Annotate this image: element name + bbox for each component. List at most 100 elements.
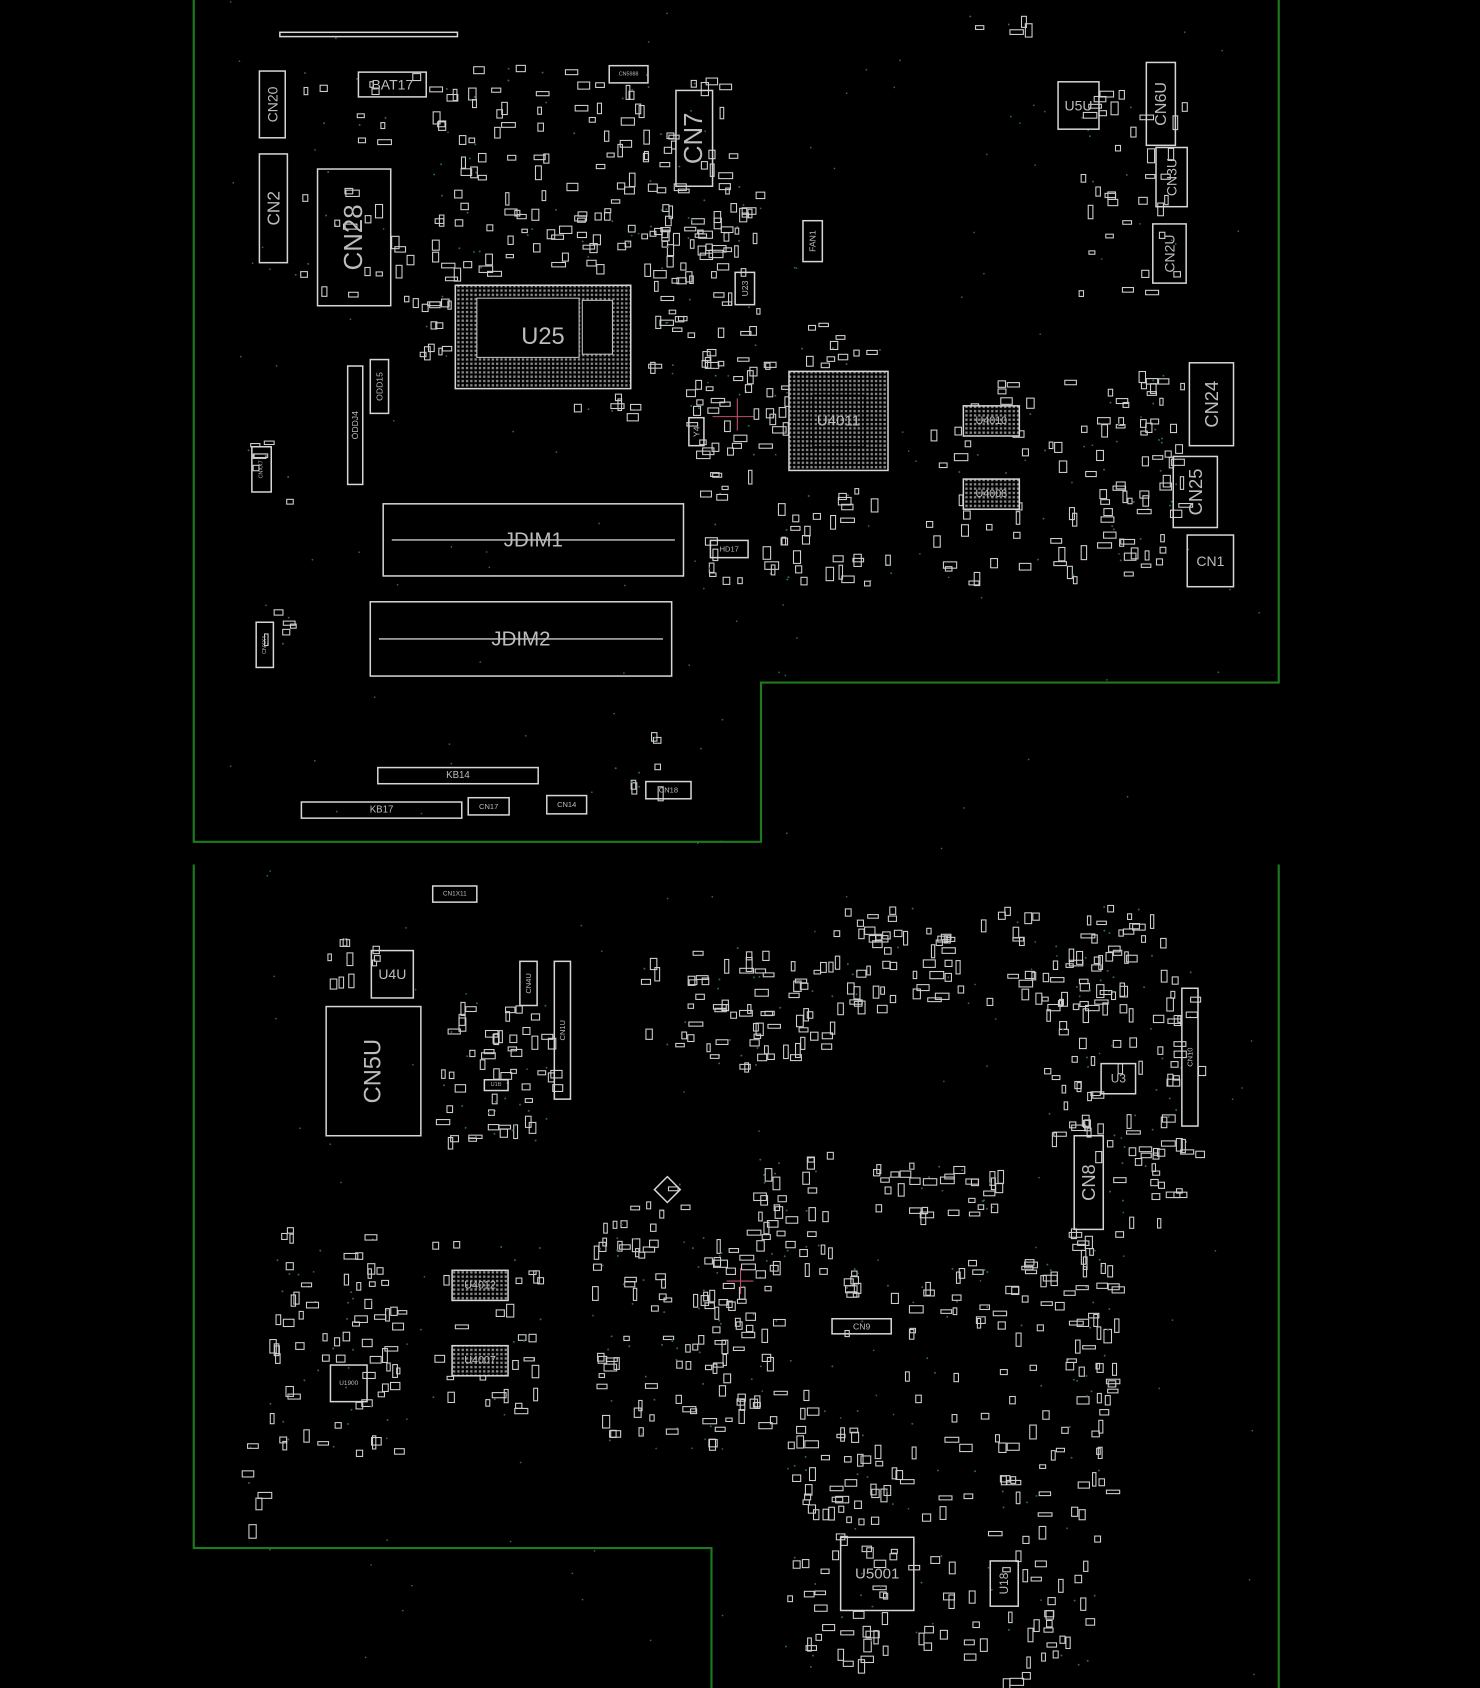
smd-component[interactable]: [753, 408, 760, 420]
smd-component[interactable]: [447, 1028, 461, 1035]
smd-component[interactable]: [356, 1282, 362, 1291]
smd-component[interactable]: [691, 218, 705, 225]
smd-component[interactable]: [348, 291, 359, 298]
smd-component[interactable]: [1126, 1130, 1141, 1135]
smd-component[interactable]: [973, 571, 981, 587]
smd-component[interactable]: [394, 246, 407, 253]
smd-component[interactable]: [1061, 1426, 1069, 1434]
smd-component[interactable]: [769, 1264, 779, 1272]
smd-component[interactable]: [566, 182, 579, 192]
smd-component[interactable]: [598, 1373, 606, 1378]
smd-component[interactable]: [732, 1346, 745, 1351]
smd-component[interactable]: [712, 1363, 718, 1374]
smd-component[interactable]: [592, 1263, 602, 1271]
smd-component[interactable]: [1134, 1157, 1143, 1166]
smd-component[interactable]: [885, 554, 891, 566]
smd-component[interactable]: [1162, 474, 1171, 488]
smd-component[interactable]: [1130, 126, 1137, 138]
smd-component[interactable]: [666, 244, 675, 257]
smd-component[interactable]: [705, 386, 714, 392]
smd-component[interactable]: [713, 211, 722, 224]
smd-component[interactable]: [1021, 988, 1030, 1001]
smd-component[interactable]: [876, 1164, 882, 1175]
smd-component[interactable]: [968, 580, 980, 586]
smd-component[interactable]: [805, 1645, 817, 1651]
smd-component[interactable]: [822, 1508, 829, 1521]
smd-component[interactable]: [619, 139, 633, 148]
smd-component[interactable]: [661, 230, 669, 239]
smd-component[interactable]: [752, 1022, 759, 1032]
smd-component[interactable]: [460, 156, 467, 169]
smd-component[interactable]: [1144, 550, 1150, 561]
component-u23[interactable]: U23: [734, 271, 756, 306]
smd-component[interactable]: [700, 161, 708, 170]
smd-component[interactable]: [904, 1371, 910, 1382]
smd-component[interactable]: [289, 623, 297, 629]
smd-component[interactable]: [854, 488, 860, 495]
smd-component[interactable]: [1044, 1067, 1052, 1075]
smd-component[interactable]: [1052, 1650, 1059, 1659]
smd-component[interactable]: [1063, 1101, 1069, 1111]
smd-component[interactable]: [968, 1197, 976, 1203]
smd-component[interactable]: [822, 1211, 829, 1223]
smd-component[interactable]: [769, 1416, 778, 1425]
component-cn2[interactable]: CN2: [258, 153, 289, 264]
smd-component[interactable]: [755, 1022, 764, 1037]
smd-component[interactable]: [1024, 1269, 1038, 1275]
smd-component[interactable]: [858, 928, 865, 940]
smd-component[interactable]: [770, 564, 776, 576]
smd-component[interactable]: [356, 113, 365, 119]
smd-component[interactable]: [1053, 1131, 1067, 1137]
smd-component[interactable]: [873, 1630, 879, 1645]
smd-component[interactable]: [389, 1381, 401, 1391]
smd-component[interactable]: [1149, 914, 1155, 929]
smd-component[interactable]: [351, 1321, 360, 1327]
smd-component[interactable]: [1160, 534, 1165, 543]
smd-component[interactable]: [957, 985, 965, 994]
smd-component[interactable]: [1064, 379, 1077, 386]
smd-component[interactable]: [883, 1484, 892, 1497]
smd-component[interactable]: [897, 1183, 905, 1197]
smd-component[interactable]: [617, 398, 623, 412]
smd-component[interactable]: [501, 101, 508, 116]
smd-component[interactable]: [741, 212, 750, 218]
smd-component[interactable]: [1024, 23, 1033, 38]
smd-component[interactable]: [604, 208, 612, 214]
smd-component[interactable]: [916, 984, 930, 992]
smd-component[interactable]: [1145, 422, 1153, 434]
smd-component[interactable]: [1082, 1256, 1088, 1270]
smd-component[interactable]: [918, 1632, 925, 1646]
smd-component[interactable]: [1090, 1056, 1096, 1066]
smd-component[interactable]: [498, 1124, 512, 1130]
smd-component[interactable]: [718, 1298, 729, 1306]
smd-component[interactable]: [446, 1375, 455, 1381]
smd-component[interactable]: [723, 247, 733, 253]
smd-component[interactable]: [1015, 1491, 1021, 1505]
smd-component[interactable]: [795, 1014, 804, 1028]
smd-component[interactable]: [940, 933, 952, 941]
smd-component[interactable]: [938, 462, 948, 469]
smd-component[interactable]: [506, 1303, 515, 1318]
smd-component[interactable]: [531, 1364, 540, 1379]
smd-component[interactable]: [737, 357, 750, 362]
smd-component[interactable]: [528, 1270, 537, 1276]
component-cn7[interactable]: CN7: [675, 89, 714, 187]
smd-component[interactable]: [1091, 1430, 1100, 1438]
smd-component[interactable]: [1047, 1597, 1056, 1606]
smd-component[interactable]: [504, 208, 518, 216]
smd-component[interactable]: [573, 403, 582, 413]
smd-component[interactable]: [841, 575, 855, 584]
smd-component[interactable]: [674, 316, 685, 323]
smd-component[interactable]: [655, 1273, 666, 1281]
smd-component[interactable]: [954, 426, 962, 436]
smd-component[interactable]: [909, 1162, 915, 1170]
smd-component[interactable]: [864, 926, 876, 935]
smd-component[interactable]: [733, 376, 744, 382]
smd-component[interactable]: [667, 1186, 679, 1192]
smd-component[interactable]: [1024, 1261, 1038, 1269]
smd-component[interactable]: [386, 1362, 391, 1372]
smd-component[interactable]: [434, 218, 445, 224]
smd-component[interactable]: [819, 1268, 828, 1275]
smd-component[interactable]: [840, 1427, 845, 1442]
smd-component[interactable]: [908, 1328, 915, 1340]
